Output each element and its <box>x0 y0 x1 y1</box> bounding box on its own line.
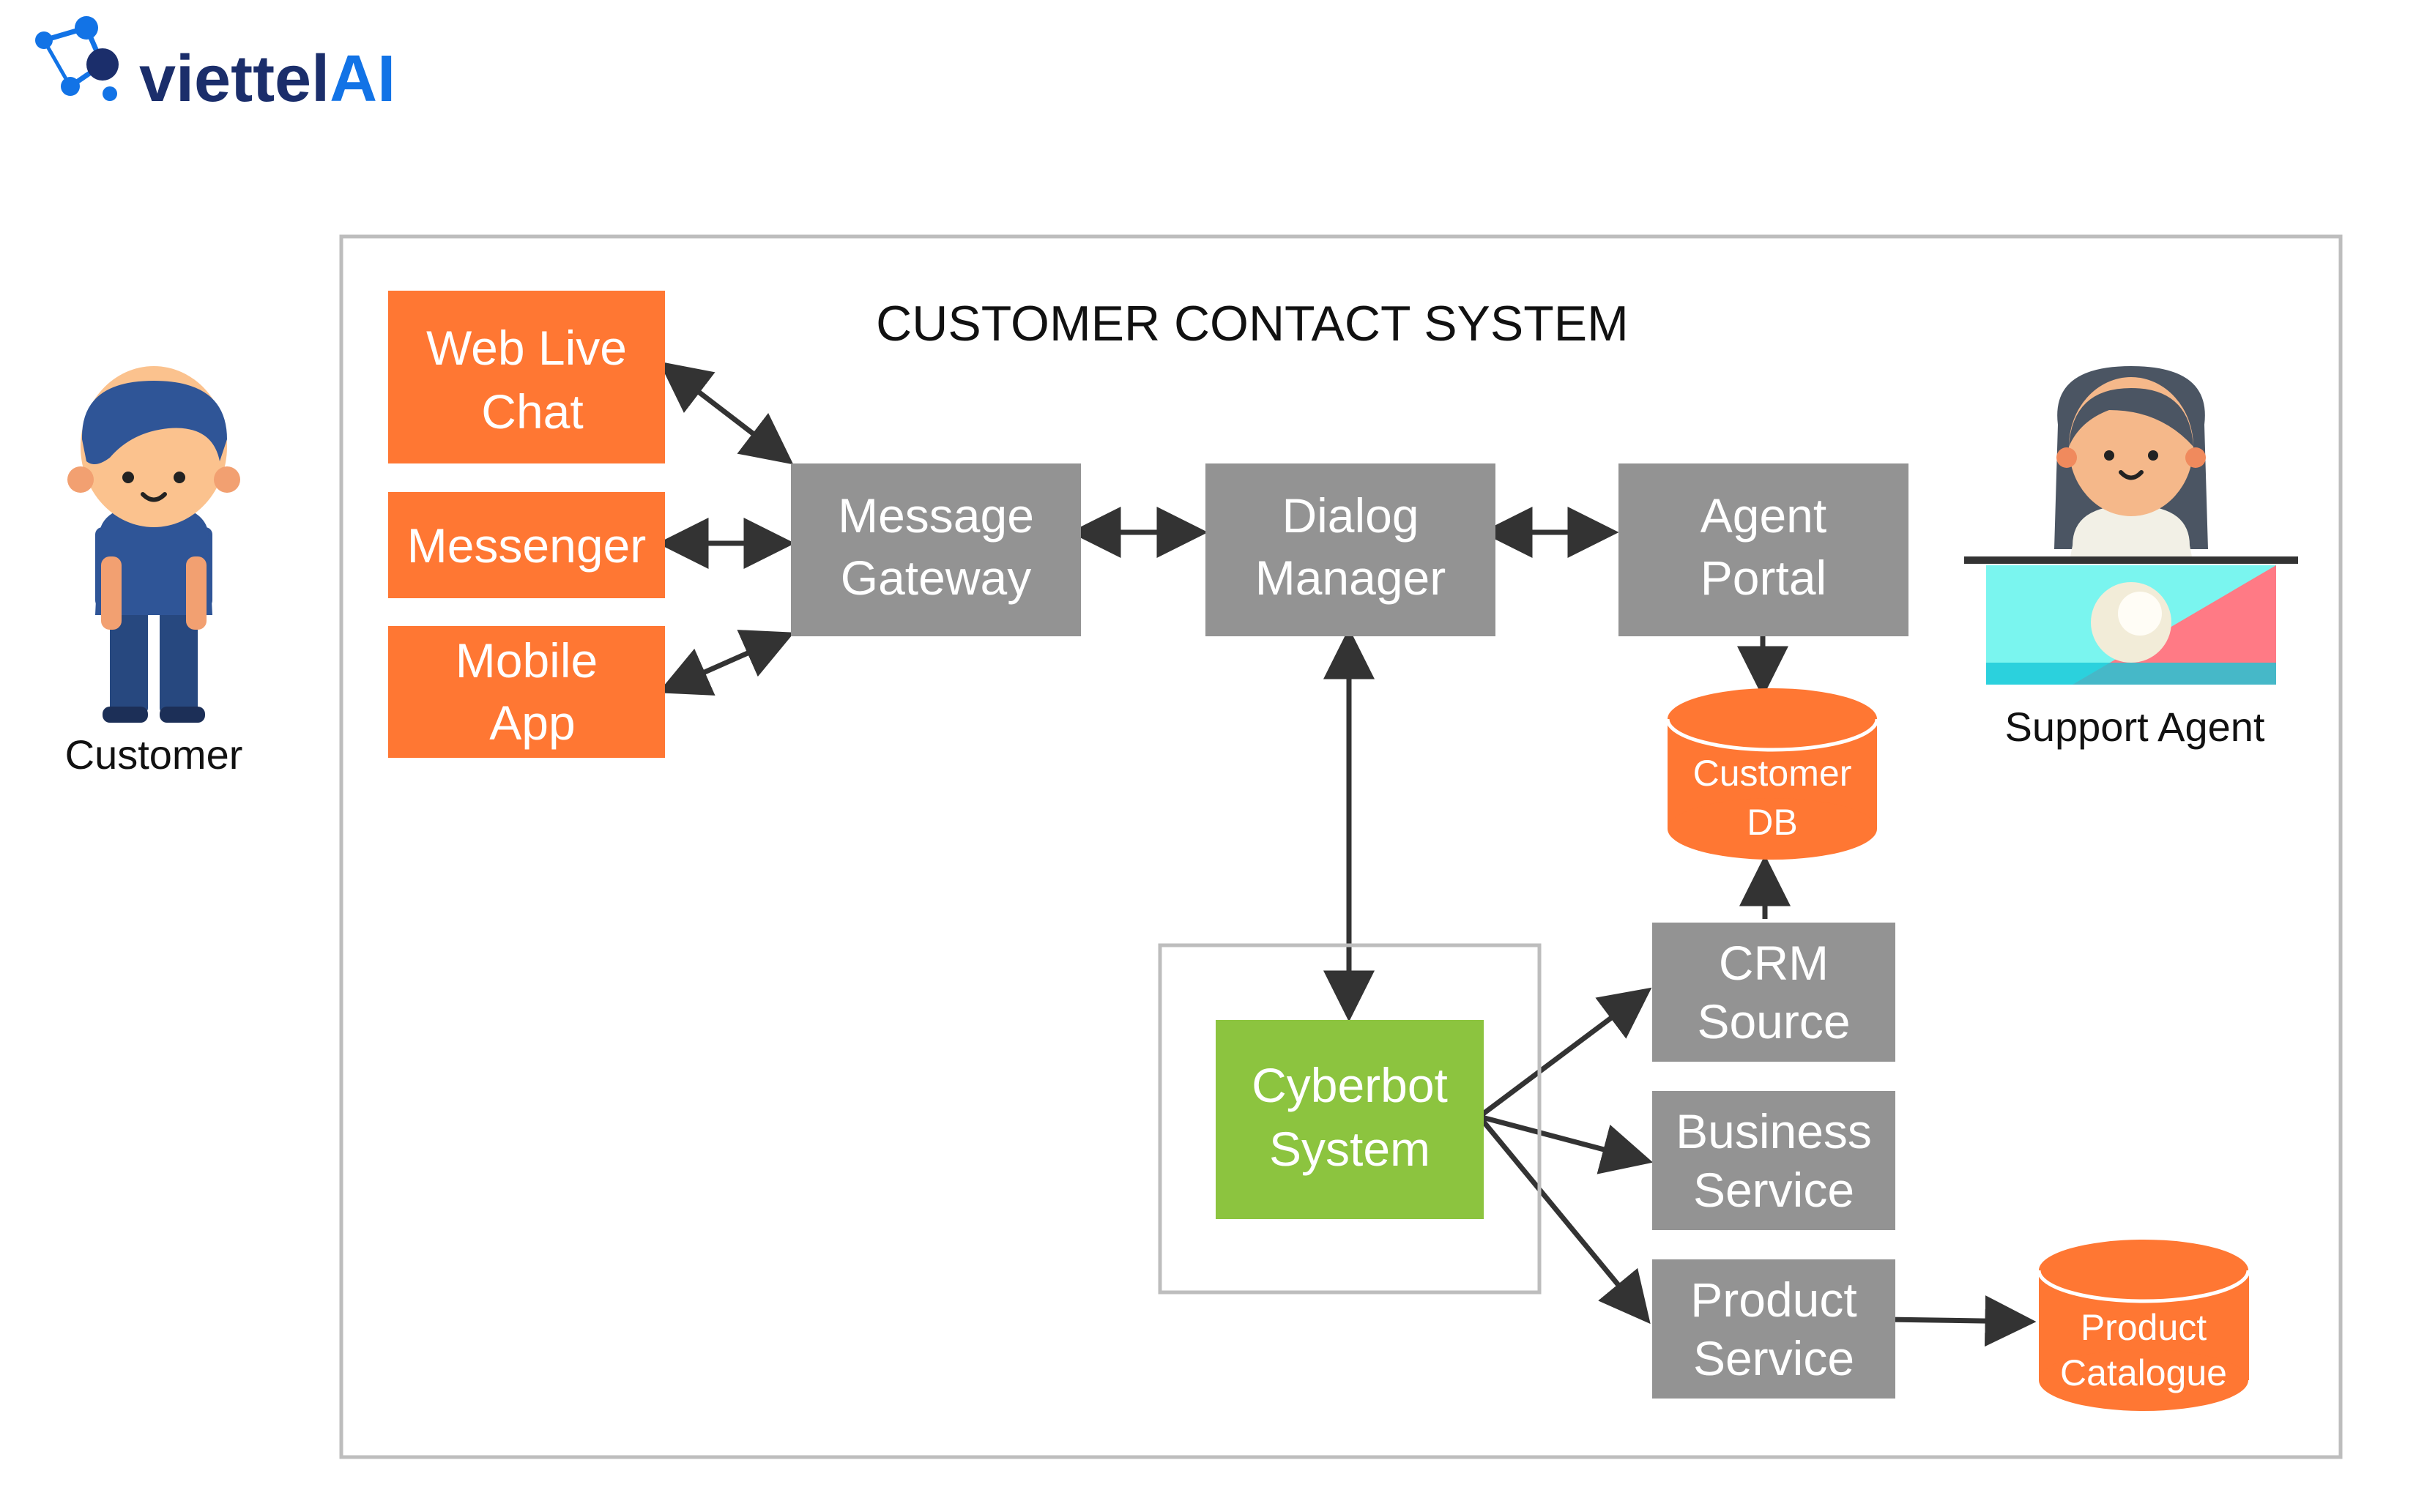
cyberbot-system-box: Cyberbot System <box>1216 1020 1484 1219</box>
mobile-app-line2: App <box>489 696 575 750</box>
dialog-manager-line1: Dialog <box>1282 488 1419 543</box>
web-live-chat-line2: Chat <box>481 384 583 439</box>
product-service-line2: Service <box>1693 1331 1854 1385</box>
customer-person-icon <box>67 366 240 723</box>
system-title: CUSTOMER CONTACT SYSTEM <box>876 296 1629 351</box>
system-frame <box>339 234 2343 1459</box>
cyberbot-line1: Cyberbot <box>1252 1058 1448 1112</box>
business-service-line1: Business <box>1676 1104 1872 1158</box>
agent-portal-line2: Portal <box>1701 551 1826 605</box>
channel-messenger: Messenger <box>388 492 665 598</box>
support-agent-label: Support Agent <box>2005 704 2265 750</box>
arrow-cyberbot-product <box>1477 1114 1651 1325</box>
dialog-manager-box: Dialog Manager <box>1205 463 1495 636</box>
web-live-chat-line1: Web Live <box>426 321 627 375</box>
support-agent-figure: Support Agent <box>1964 366 2298 750</box>
agent-portal-line1: Agent <box>1701 488 1826 543</box>
product-catalogue-line2: Catalogue <box>2060 1352 2227 1393</box>
mobile-app-line1: Mobile <box>456 633 598 688</box>
product-catalogue-cylinder: Product Catalogue <box>2037 1240 2250 1411</box>
crm-source-line1: CRM <box>1719 936 1829 990</box>
agent-portal-box: Agent Portal <box>1618 463 1908 636</box>
message-gateway-line2: Gateway <box>841 551 1031 605</box>
arrow-mobile-gateway <box>658 630 795 696</box>
message-gateway-line1: Message <box>838 488 1034 543</box>
customer-db-line1: Customer <box>1693 753 1852 794</box>
customer-figure: Customer <box>65 366 243 778</box>
product-catalogue-line1: Product <box>2081 1307 2207 1348</box>
arrow-product-catalogue <box>1885 1295 2037 1347</box>
message-gateway-box: Message Gateway <box>791 463 1081 636</box>
messenger-label: Messenger <box>407 518 647 573</box>
business-service-line2: Service <box>1693 1163 1854 1217</box>
dialog-manager-line2: Manager <box>1255 551 1446 605</box>
customer-label: Customer <box>65 731 243 778</box>
arrow-webchat-gateway <box>658 361 794 465</box>
arrow-cyberbot-business <box>1479 1114 1654 1174</box>
cyberbot-line2: System <box>1269 1122 1430 1176</box>
customer-db-line2: DB <box>1747 802 1797 843</box>
cyberbot-frame <box>1158 943 1542 1295</box>
product-service-box: Product Service <box>1652 1259 1895 1399</box>
business-service-box: Business Service <box>1652 1091 1895 1230</box>
logo-brand-text: viettel <box>139 42 330 116</box>
connector-arrows <box>657 361 2037 1347</box>
crm-source-line2: Source <box>1697 994 1850 1049</box>
channel-mobile-app: Mobile App <box>388 626 665 758</box>
arrow-cyberbot-crm <box>1477 987 1652 1119</box>
logo-suffix-text: AI <box>330 42 395 116</box>
support-agent-desk-icon <box>1964 556 2298 685</box>
customer-db-cylinder: Customer DB <box>1665 688 1879 860</box>
viettel-ai-logo: viettelAI <box>35 16 395 116</box>
crm-source-box: CRM Source <box>1652 923 1895 1062</box>
svg-text:viettelAI: viettelAI <box>139 42 395 116</box>
channel-web-live-chat: Web Live Chat <box>388 291 665 463</box>
logo-network-icon <box>35 16 119 101</box>
support-agent-person-icon <box>2054 366 2208 564</box>
product-service-line1: Product <box>1690 1273 1856 1327</box>
